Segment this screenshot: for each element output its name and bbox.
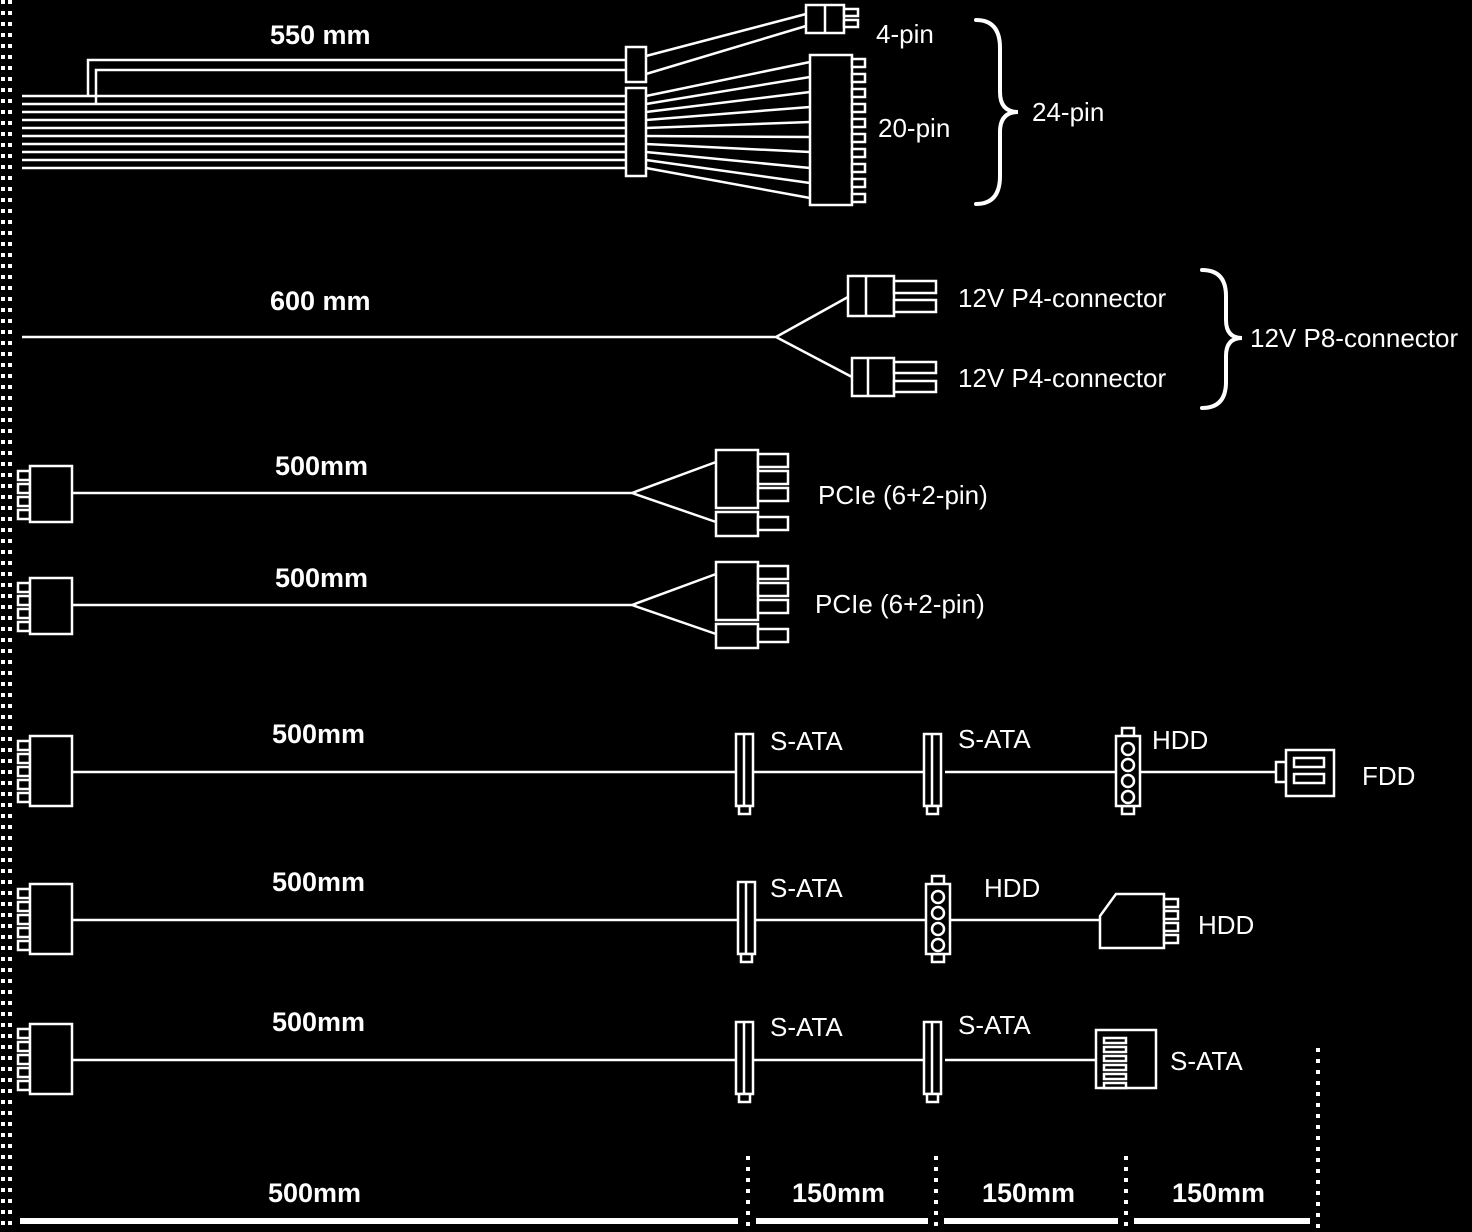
p1-sata1-label: S-ATA bbox=[770, 726, 843, 756]
scale-500-label: 500mm bbox=[268, 1178, 361, 1208]
p3-sata-connector-2 bbox=[922, 1020, 943, 1104]
p2-sata-connector bbox=[736, 880, 757, 964]
eps-p4-connector-bottom bbox=[850, 356, 938, 398]
row-peripheral-1: 500mm S-ATA S-ATA HDD FDD bbox=[16, 719, 1415, 816]
peripheral3-length-label: 500mm bbox=[272, 1007, 365, 1037]
p3-sata2-label: S-ATA bbox=[958, 1010, 1031, 1040]
row-pcie-1: 500mm PCIe (6+2-pin) bbox=[16, 448, 988, 538]
eps-length-label: 600 mm bbox=[270, 286, 371, 316]
p1-hdd-label: HDD bbox=[1152, 725, 1208, 755]
p3-sata-connector-1 bbox=[734, 1020, 755, 1104]
left-dotted-border bbox=[1, 0, 12, 1232]
twentyfourpin-label: 24-pin bbox=[1032, 97, 1104, 127]
row-pcie-2: 500mm PCIe (6+2-pin) bbox=[16, 560, 985, 650]
p1-fdd-label: FDD bbox=[1362, 761, 1415, 791]
p2-hdd-molex-connector bbox=[1098, 892, 1180, 950]
scale-150b-label: 150mm bbox=[982, 1178, 1075, 1208]
peripheral1-length-label: 500mm bbox=[272, 719, 365, 749]
row-eps-12v: 600 mm 12V P4-connector 12V P4-connector… bbox=[22, 268, 1458, 410]
twentypin-label: 20-pin bbox=[878, 113, 950, 143]
atx-4pin-fan-wires bbox=[645, 12, 807, 76]
atx-bundle-comb bbox=[624, 86, 648, 178]
atx-4pin-feed-wires bbox=[86, 58, 630, 104]
p1-sata2-label: S-ATA bbox=[958, 724, 1031, 754]
brace-24pin bbox=[974, 18, 1019, 206]
fourpin-label: 4-pin bbox=[876, 19, 934, 49]
row-atx-24pin: 550 mm 4-pin 20-pin 24-pin bbox=[22, 3, 1104, 207]
row-peripheral-3: 500mm S-ATA S-ATA S-ATA bbox=[16, 1007, 1243, 1104]
pcie2-connector-label: PCIe (6+2-pin) bbox=[815, 589, 985, 619]
eps-p4-connector-top bbox=[846, 274, 938, 318]
brace-p8 bbox=[1200, 268, 1243, 410]
p3-sata1-label: S-ATA bbox=[770, 1012, 843, 1042]
pcie1-8pin-connector bbox=[714, 448, 790, 538]
p2-hdd1-label: HDD bbox=[984, 873, 1040, 903]
p8-label: 12V P8-connector bbox=[1250, 323, 1458, 353]
p3-sata-end-connector bbox=[1094, 1028, 1158, 1090]
row-scale: 500mm 150mm 150mm 150mm bbox=[20, 1048, 1320, 1232]
pcie1-cable bbox=[72, 460, 717, 524]
atx-length-label: 550 mm bbox=[270, 20, 371, 50]
peripheral2-length-label: 500mm bbox=[272, 867, 365, 897]
atx-4pin-connector bbox=[804, 3, 860, 35]
pcie2-8pin-connector bbox=[714, 560, 790, 650]
atx-wire-bundle bbox=[22, 94, 632, 170]
p1-sata-connector-2 bbox=[922, 732, 943, 816]
p1-psu-side-connector bbox=[16, 734, 74, 808]
p4-bottom-label: 12V P4-connector bbox=[958, 363, 1166, 393]
pcie2-cable bbox=[72, 572, 717, 636]
pcie2-psu-side-connector bbox=[16, 576, 74, 636]
p2-psu-side-connector bbox=[16, 882, 74, 956]
pcie2-length-label: 500mm bbox=[275, 563, 368, 593]
scale-bars bbox=[20, 1218, 1310, 1224]
pcie1-length-label: 500mm bbox=[275, 451, 368, 481]
atx-4pin-comb bbox=[624, 45, 648, 84]
p3-sata3-label: S-ATA bbox=[1170, 1046, 1243, 1076]
p1-hdd-passthrough-connector bbox=[1114, 726, 1142, 816]
p2-hdd2-label: HDD bbox=[1198, 910, 1254, 940]
scale-150c-label: 150mm bbox=[1172, 1178, 1265, 1208]
scale-150a-label: 150mm bbox=[792, 1178, 885, 1208]
pcie1-connector-label: PCIe (6+2-pin) bbox=[818, 480, 988, 510]
p2-sata-label: S-ATA bbox=[770, 873, 843, 903]
p3-psu-side-connector bbox=[16, 1022, 74, 1096]
p1-sata-connector-1 bbox=[734, 732, 755, 816]
row-peripheral-2: 500mm S-ATA HDD HDD bbox=[16, 867, 1254, 964]
p1-fdd-connector bbox=[1274, 748, 1336, 798]
eps-cable bbox=[22, 295, 853, 379]
atx-20pin-connector bbox=[808, 53, 867, 207]
p4-top-label: 12V P4-connector bbox=[958, 283, 1166, 313]
atx-20pin-fan-wires bbox=[645, 60, 811, 200]
p2-hdd-passthrough-connector bbox=[924, 874, 952, 964]
pcie1-psu-side-connector bbox=[16, 464, 74, 524]
